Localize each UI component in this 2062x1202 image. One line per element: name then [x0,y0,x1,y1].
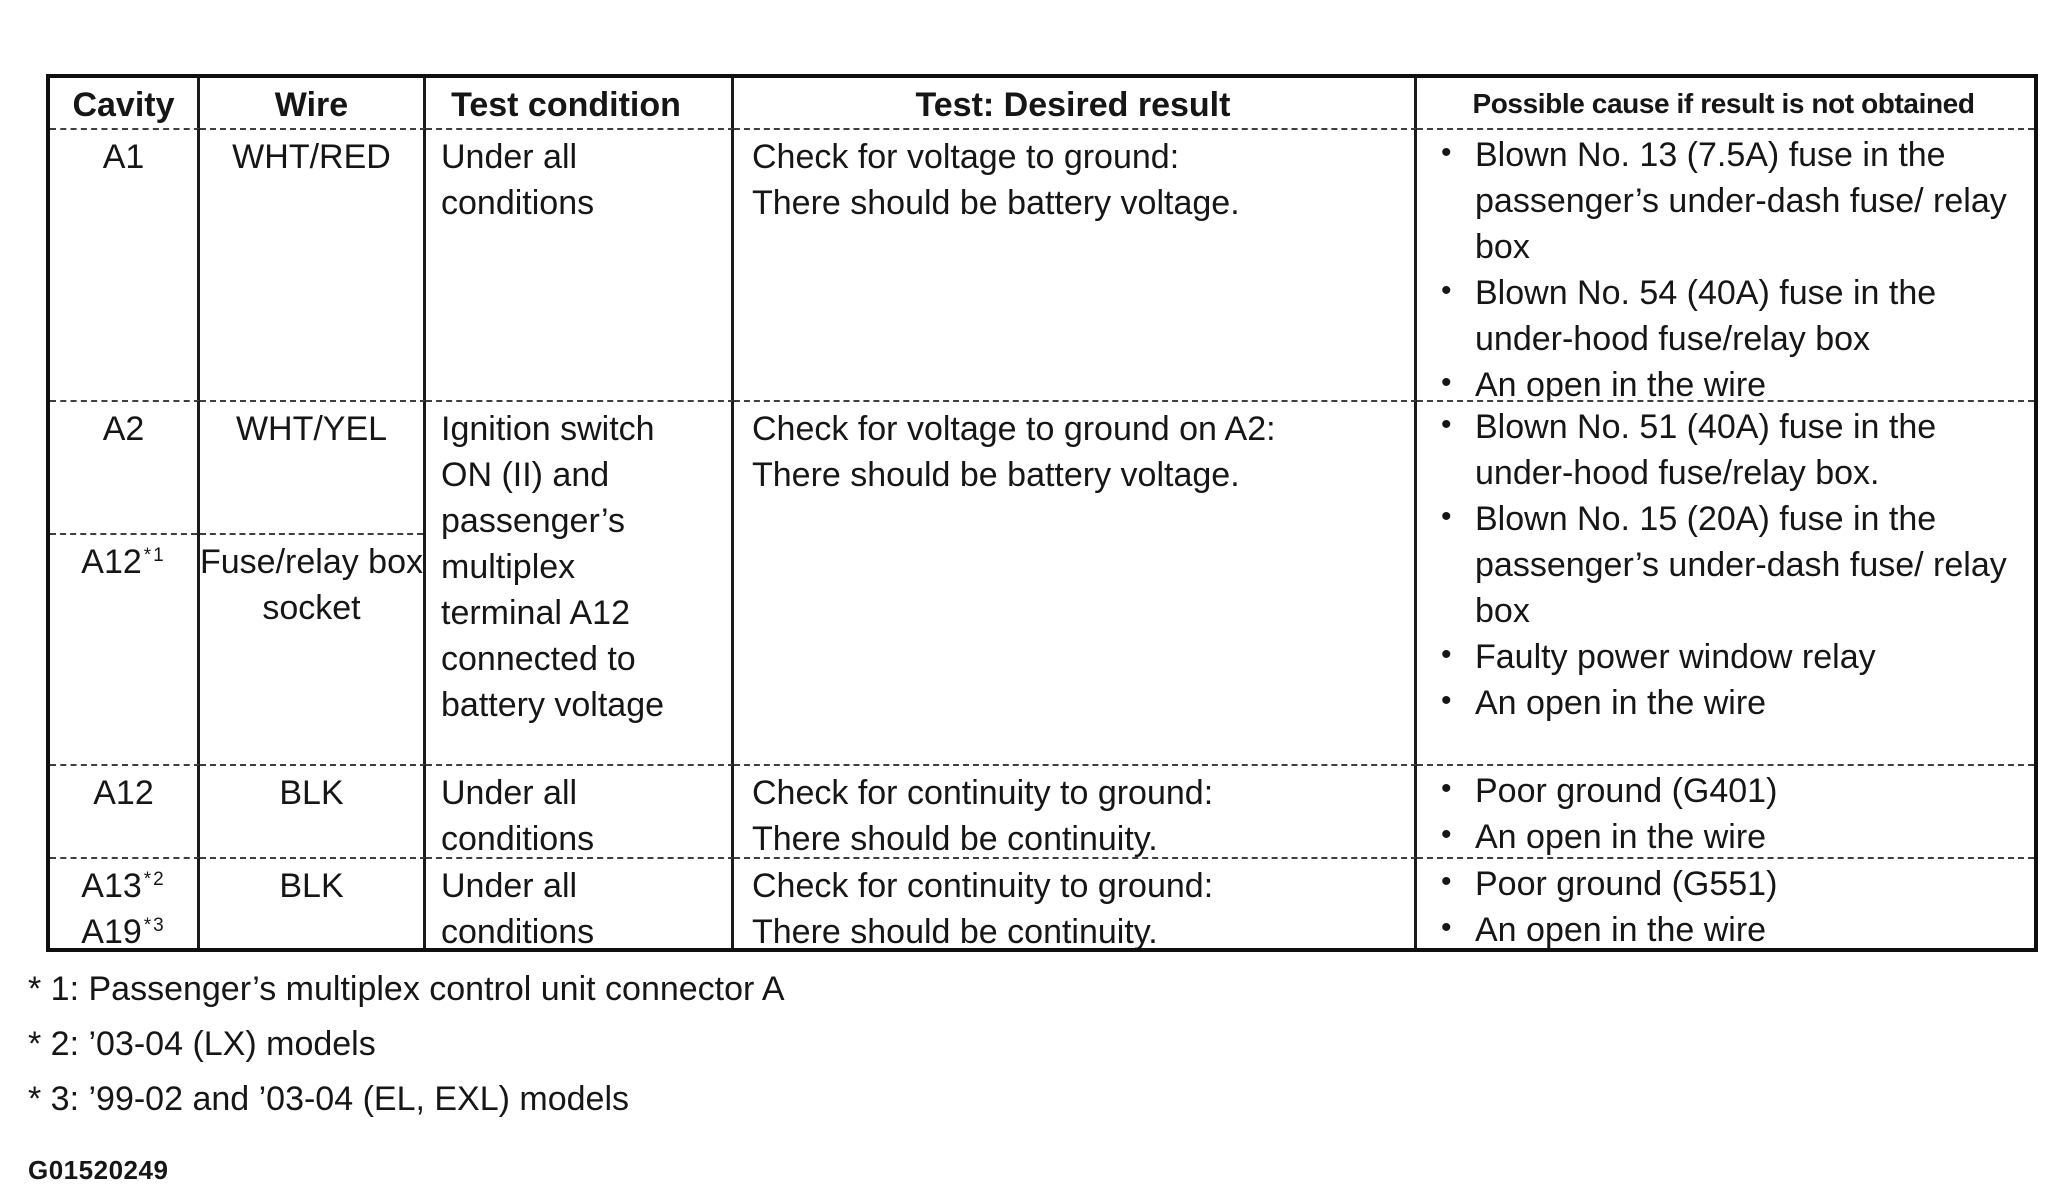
row2-wire-top: WHT/YEL [235,410,388,448]
row4-cavity-line1: A13*2 [50,863,197,909]
cause-item: Blown No. 13 (7.5A) fuse in the passenge… [1425,130,2022,270]
cause-item: Poor ground (G551) [1425,859,2022,907]
footnote-marker: *2 [143,868,166,890]
cause-item: An open in the wire [1425,905,2022,948]
result-line: Check for continuity to ground: [752,867,1214,905]
footnote-3: * 3: ’99-02 and ’03-04 (EL, EXL) models [28,1080,630,1118]
row2-cavity: A2 A12*1 [50,400,200,764]
row4-test-condition: Under all conditions [426,857,734,948]
cavity-label: A12 [81,543,142,581]
row1-wire: WHT/RED [200,128,426,400]
figure-id: G01520249 [28,1155,169,1185]
result-line: There should be continuity. [752,913,1158,948]
col-header-desired-result: Test: Desired result [734,78,1417,128]
row1-desired-result: Check for voltage to ground: There shoul… [734,128,1417,400]
result-line: There should be battery voltage. [752,456,1240,494]
footnote-1: * 1: Passenger’s multiplex control unit … [28,970,785,1008]
footnotes: * 1: Passenger’s multiplex control unit … [28,962,785,1198]
row4-wire: BLK [200,857,426,948]
cavity-label: A19 [81,913,142,948]
row4-possible-causes: Poor ground (G551) An open in the wire [1417,857,2034,948]
wiring-test-table: Cavity Wire Test condition Test: Desired… [46,74,2038,952]
result-line: Check for voltage to ground on A2: [752,410,1276,448]
cause-item: An open in the wire [1425,360,2022,400]
row2-wire: WHT/YEL Fuse/relay box socket [200,400,426,764]
col-header-wire: Wire [200,78,426,128]
cause-item: Faulty power window relay [1425,632,2022,680]
row4-desired-result: Check for continuity to ground: There sh… [734,857,1417,948]
row1-cavity: A1 [50,128,200,400]
row2-desired-result: Check for voltage to ground on A2: There… [734,400,1417,764]
cause-item: Poor ground (G401) [1425,766,2022,814]
row4-cavity: A13*2 A19*3 [50,857,200,948]
result-line: There should be battery voltage. [752,184,1240,222]
cause-item: An open in the wire [1425,678,2022,726]
cause-item: Blown No. 54 (40A) fuse in the under-hoo… [1425,268,2022,362]
row3-cavity: A12 [50,764,200,857]
col-header-possible-cause: Possible cause if result is not obtained [1472,88,1975,119]
row1-test-condition: Under all conditions [426,128,734,400]
row2-cavity-a2: A2 [102,410,145,448]
cause-item: Blown No. 51 (40A) fuse in the under-hoo… [1425,402,2022,496]
row2-test-condition: Ignition switch ON (II) and passenger’s … [426,400,734,764]
row3-possible-causes: Poor ground (G401) An open in the wire [1417,764,2034,857]
row2-cavity-a12: A12*1 [50,533,197,764]
cause-item: Blown No. 15 (20A) fuse in the passenger… [1425,494,2022,634]
footnote-marker: *3 [143,914,166,936]
col-header-cavity: Cavity [50,78,200,128]
row2-possible-causes: Blown No. 51 (40A) fuse in the under-hoo… [1417,400,2034,764]
row3-test-condition: Under all conditions [426,764,734,857]
row3-wire: BLK [200,764,426,857]
footnote-2: * 2: ’03-04 (LX) models [28,1025,376,1063]
cavity-label: A13 [81,867,142,905]
row1-possible-causes: Blown No. 13 (7.5A) fuse in the passenge… [1417,128,2034,400]
col-header-test-condition: Test condition [426,78,734,128]
row2-wire-bottom: Fuse/relay box socket [200,533,423,764]
cause-item: An open in the wire [1425,812,2022,857]
row4-cavity-line2: A19*3 [50,909,197,948]
row3-desired-result: Check for continuity to ground: There sh… [734,764,1417,857]
footnote-marker: *1 [143,544,166,566]
result-line: There should be continuity. [752,820,1158,857]
result-line: Check for voltage to ground: [752,138,1180,176]
result-line: Check for continuity to ground: [752,774,1214,812]
